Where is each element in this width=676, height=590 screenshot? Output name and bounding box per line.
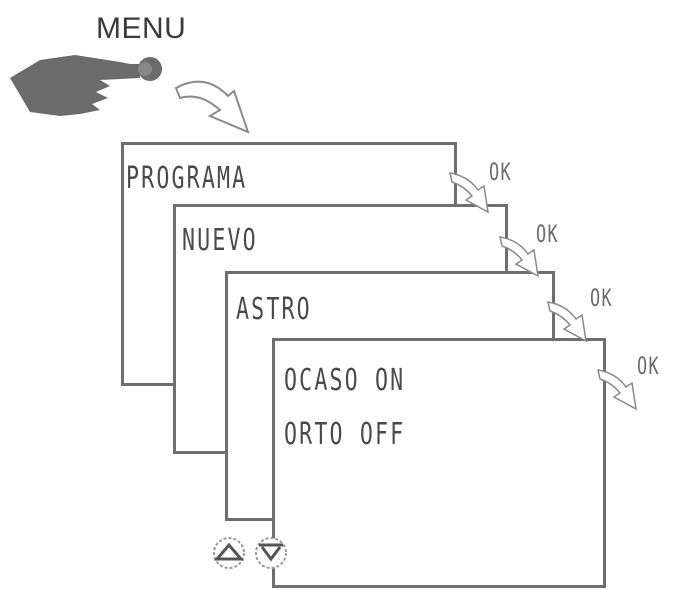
- ok-label: OK: [590, 284, 614, 312]
- screen-line-2: ORTO OFF: [284, 417, 406, 452]
- up-arrow-button[interactable]: [213, 537, 245, 569]
- screen-ocaso-orto: OCASO ON ORTO OFF: [272, 338, 606, 588]
- screen-text: PROGRAMA: [126, 161, 248, 196]
- screen-text: ASTRO: [236, 292, 312, 327]
- down-arrow-button[interactable]: [255, 537, 287, 569]
- ok-label: OK: [489, 158, 513, 186]
- ok-label: OK: [637, 352, 661, 380]
- screen-line-1: OCASO ON: [284, 363, 406, 398]
- menu-label: MENU: [96, 12, 187, 45]
- ok-label: OK: [536, 220, 560, 248]
- screen-text: NUEVO: [182, 223, 258, 258]
